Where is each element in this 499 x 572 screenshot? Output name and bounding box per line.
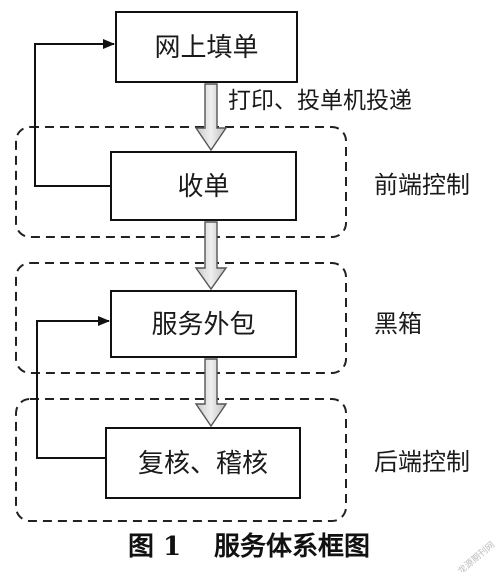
back-control-label: 后端控制 (374, 448, 470, 476)
flow-arrow-receive-to-outsource (194, 221, 228, 291)
back-control-group-frame (15, 398, 347, 522)
fill-form-box (115, 11, 298, 83)
fill-form-label: 网上填单 (154, 33, 258, 63)
outsource-label: 服务外包 (151, 310, 255, 340)
feedback-arrow-review-to-outsource (36, 316, 110, 459)
delivery-edge-label: 打印、投单机投递 (228, 88, 412, 114)
figure-title: 服务体系框图 (214, 532, 370, 562)
figure-number: 图 1 (128, 532, 181, 562)
receive-label: 收单 (177, 172, 229, 202)
review-label: 复核、稽核 (138, 449, 268, 479)
front-control-group-frame (15, 126, 347, 238)
watermark: 龙源期刊网 (455, 539, 497, 572)
black-box-label: 黑箱 (374, 310, 422, 338)
black-box-group-frame (15, 262, 347, 374)
review-box (105, 427, 301, 499)
outsource-box (110, 290, 297, 358)
flow-arrow-fill-to-receive (194, 83, 228, 152)
feedback-arrow-receive-to-fill (34, 39, 115, 187)
front-control-label: 前端控制 (374, 171, 470, 199)
flow-arrow-outsource-to-review (194, 358, 228, 428)
receive-box (110, 151, 297, 221)
